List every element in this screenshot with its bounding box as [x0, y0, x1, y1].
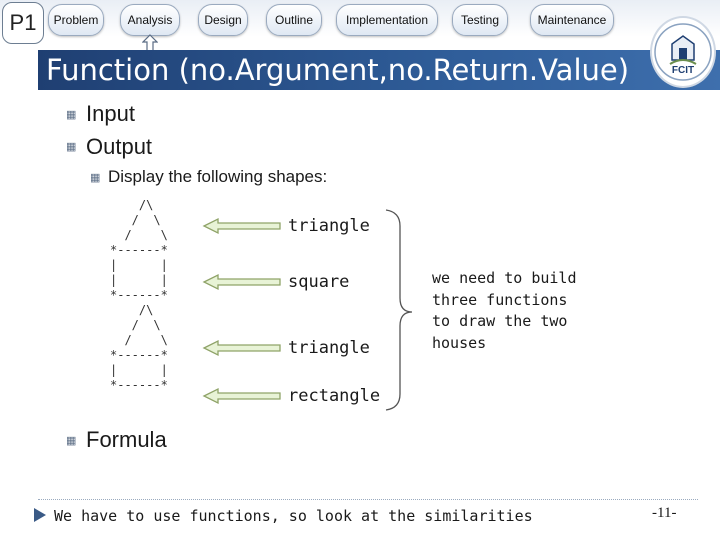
bullet-formula: Formula	[86, 427, 167, 452]
bullet-icon: ▦	[66, 109, 77, 121]
bullet-icon: ▦	[66, 435, 77, 447]
arrow-icon	[202, 273, 281, 291]
shape-label-triangle: triangle	[288, 216, 370, 236]
arrow-icon	[202, 217, 281, 235]
university-logo: FCIT	[650, 16, 716, 88]
bullet-input: Input	[86, 101, 135, 126]
tab-testing[interactable]: Testing	[452, 4, 508, 36]
shape-label-rectangle: rectangle	[288, 386, 381, 406]
footer-text: We have to use functions, so look at the…	[54, 507, 533, 525]
ascii-houses: /\ / \ / \ *------* | | | | *------* /\ …	[110, 198, 168, 392]
sub-bullet-icon: ▦	[90, 172, 101, 184]
shape-label-square: square	[288, 272, 350, 292]
tab-maintenance[interactable]: Maintenance	[530, 4, 614, 36]
brace	[385, 209, 413, 411]
emblem-icon	[654, 23, 712, 81]
tab-outline[interactable]: Outline	[266, 4, 322, 36]
footer-triangle-icon	[34, 508, 46, 522]
note-text: we need to build three functions to draw…	[432, 269, 577, 352]
tab-implementation[interactable]: Implementation	[336, 4, 438, 36]
bullet-icon: ▦	[66, 141, 77, 153]
arrow-icon	[202, 387, 281, 405]
arrow-icon	[202, 339, 281, 357]
page-number: -11-	[652, 505, 677, 521]
title-bar	[38, 50, 720, 90]
bullet-output: Output	[86, 134, 153, 159]
bullet-display: Display the following shapes:	[108, 167, 328, 186]
tab-design[interactable]: Design	[198, 4, 248, 36]
slide-badge: P1	[2, 2, 44, 44]
footer-divider	[38, 499, 698, 500]
logo-text: FCIT	[671, 65, 695, 76]
shape-label-triangle: triangle	[288, 338, 370, 358]
tab-problem[interactable]: Problem	[48, 4, 104, 36]
slide-title: Function (no.Argument,no.Return.Value)	[46, 53, 630, 87]
